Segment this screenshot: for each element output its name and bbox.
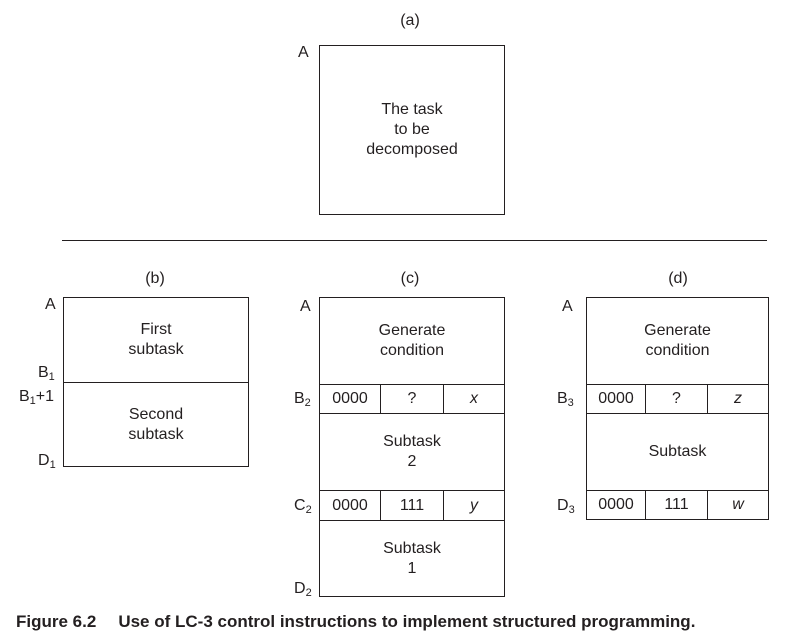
panel-c-label-a: A bbox=[300, 298, 311, 315]
divider bbox=[62, 240, 767, 241]
second-subtask: Second subtask bbox=[128, 405, 184, 443]
panel-d-header: (d) bbox=[668, 270, 688, 287]
c-jump-opcode: 0000 bbox=[332, 496, 368, 514]
panel-b-label-b1: B1 bbox=[38, 364, 55, 383]
d-jump-sep-2 bbox=[707, 491, 708, 519]
d-jump-top-line bbox=[587, 490, 768, 491]
c-branch-sep-1 bbox=[380, 385, 381, 413]
figure-caption: Figure 6.2 Use of LC-3 control instructio… bbox=[16, 612, 695, 632]
c-row-top-line bbox=[320, 384, 504, 385]
d-jump-nzp: 111 bbox=[664, 496, 689, 513]
panel-d-box: Generate condition 0000 ? z Subtask 0000… bbox=[586, 297, 769, 520]
generate-condition-d: Generate condition bbox=[644, 322, 711, 359]
panel-d-label-a: A bbox=[562, 298, 573, 315]
d-row-top-line bbox=[587, 384, 768, 385]
d-branch-offset: z bbox=[734, 390, 742, 407]
c-jump-nzp: 111 bbox=[399, 496, 425, 514]
subtask-1: Subtask 1 bbox=[383, 539, 441, 577]
c-branch-offset: x bbox=[470, 390, 478, 407]
task-box: The task to be decomposed bbox=[319, 45, 505, 215]
d-jump-sep-1 bbox=[645, 491, 646, 519]
panel-c-header: (c) bbox=[400, 270, 420, 287]
panel-c-label-d2: D2 bbox=[294, 580, 312, 599]
panel-a-header: (a) bbox=[400, 12, 420, 29]
panel-b-separator bbox=[64, 382, 248, 383]
subtask-2: Subtask 2 bbox=[383, 433, 441, 470]
c-jump-sep-1 bbox=[380, 491, 381, 520]
c-branch-opcode: 0000 bbox=[332, 390, 368, 407]
c-jump-bottom-line bbox=[320, 520, 504, 521]
panel-c-box: Generate condition 0000 ? x Subtask 2 00… bbox=[319, 297, 505, 597]
panel-d-label-d3: D3 bbox=[557, 497, 575, 516]
d-jump-offset: w bbox=[732, 496, 744, 513]
figure-number: Figure 6.2 bbox=[16, 612, 97, 631]
panel-c-label-c2: C2 bbox=[294, 497, 312, 516]
generate-condition-c: Generate condition bbox=[378, 322, 446, 359]
panel-b-label-d1: D1 bbox=[38, 452, 56, 471]
c-branch-sep-2 bbox=[443, 385, 444, 413]
panel-b-header: (b) bbox=[145, 270, 165, 287]
panel-b-label-b1-plus-1: B1+1 bbox=[19, 388, 55, 407]
panel-d-label-b3: B3 bbox=[557, 390, 574, 409]
d-branch-opcode: 0000 bbox=[598, 390, 634, 407]
c-branch-nzp: ? bbox=[407, 390, 417, 407]
first-subtask: First subtask bbox=[128, 321, 184, 358]
panel-a-label-a: A bbox=[298, 44, 309, 61]
figure-caption-text: Use of LC-3 control instructions to impl… bbox=[118, 612, 696, 631]
d-row-bottom-line bbox=[587, 413, 768, 414]
d-jump-opcode: 0000 bbox=[598, 496, 634, 513]
d-branch-nzp: ? bbox=[672, 390, 681, 407]
subtask-d: Subtask bbox=[648, 443, 707, 460]
c-jump-top-line bbox=[320, 490, 504, 491]
task-text: The task to be decomposed bbox=[366, 101, 458, 158]
d-branch-sep-2 bbox=[707, 385, 708, 413]
panel-b-label-a: A bbox=[45, 296, 56, 313]
d-branch-sep-1 bbox=[645, 385, 646, 413]
panel-b-box: First subtask Second subtask bbox=[63, 297, 249, 467]
c-row-bottom-line bbox=[320, 413, 504, 414]
panel-c-label-b2: B2 bbox=[294, 390, 311, 409]
c-jump-sep-2 bbox=[443, 491, 444, 520]
c-jump-offset: y bbox=[470, 496, 478, 514]
